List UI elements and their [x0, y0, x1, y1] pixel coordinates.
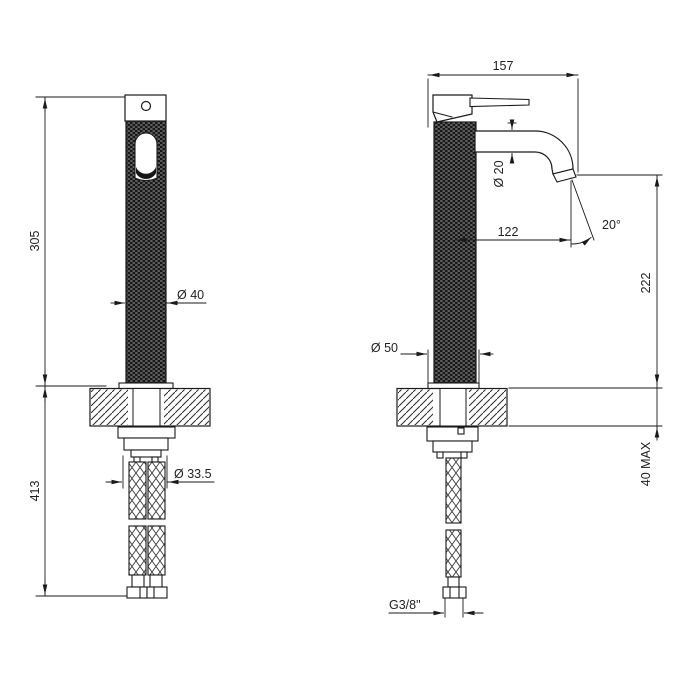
dim-spout-diameter	[507, 119, 517, 164]
side-hose-connector	[442, 586, 467, 599]
dim-label-g38: G3/8"	[389, 598, 421, 612]
dim-122	[454, 180, 572, 248]
dim-157	[427, 72, 579, 173]
front-countertop	[89, 387, 211, 427]
dim-label-122: 122	[498, 225, 519, 239]
dim-label-20deg: 20°	[602, 218, 621, 232]
front-cap-hole	[140, 100, 152, 112]
side-base-ring	[427, 382, 480, 390]
front-hoses	[126, 461, 168, 599]
side-spout	[474, 130, 574, 175]
side-hose	[442, 457, 467, 599]
front-spout-shadow	[136, 167, 156, 179]
side-view: 157 Ø 20 122 20°	[371, 59, 663, 618]
dim-label-222: 222	[639, 273, 653, 294]
dim-label-d20: Ø 20	[492, 160, 506, 187]
side-spout-aerator	[552, 168, 577, 183]
side-handle-edge	[432, 111, 453, 118]
dim-base-diameter	[400, 349, 494, 387]
front-base-ring	[118, 382, 174, 390]
dim-label-157: 157	[493, 59, 514, 73]
dim-hose-bundle-diameter	[105, 455, 215, 489]
dim-label-d33-5: Ø 33.5	[174, 467, 212, 481]
front-view: 305 413	[28, 94, 215, 599]
front-mounting-hardware	[117, 426, 176, 463]
side-lever	[469, 97, 530, 108]
front-shank	[132, 388, 161, 427]
front-spout-face	[134, 132, 158, 182]
side-handle	[432, 94, 473, 123]
dim-hose-thread	[388, 598, 484, 618]
dim-label-305: 305	[28, 231, 42, 252]
front-hose-connector	[146, 586, 168, 599]
side-mounting-hardware	[426, 426, 479, 459]
dim-spout-angle	[571, 179, 595, 246]
dim-label-d40: Ø 40	[177, 288, 204, 302]
dim-label-40max: 40 MAX	[639, 441, 653, 486]
dim-label-413: 413	[28, 481, 42, 502]
side-body-knurled	[433, 121, 477, 384]
side-shank	[439, 388, 467, 427]
dim-222-40max	[508, 174, 663, 441]
front-hose-connector	[126, 586, 148, 599]
dim-label-d50: Ø 50	[371, 341, 398, 355]
side-countertop	[396, 387, 508, 427]
